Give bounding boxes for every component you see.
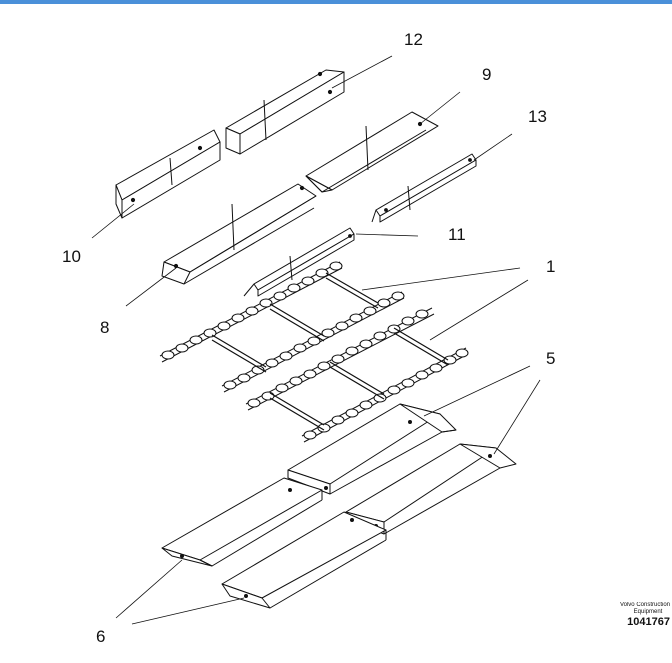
chain-strand xyxy=(159,261,343,363)
cross-rods xyxy=(211,272,449,431)
callout-8: 8 xyxy=(100,318,109,337)
part-6-plate xyxy=(221,511,387,609)
callout-10: 10 xyxy=(62,247,81,266)
callout-1: 1 xyxy=(546,257,555,276)
callout-11: 11 xyxy=(448,225,466,244)
callout-9: 9 xyxy=(482,65,491,84)
part-10-angle-bar xyxy=(115,129,221,219)
part-12-angle-bar xyxy=(225,69,345,155)
chain-strand xyxy=(221,291,405,393)
part-8-triangle-bar xyxy=(161,183,317,285)
brand-name: Volvo Construction xyxy=(619,602,670,608)
part-9-triangle-bar xyxy=(305,111,439,193)
callout-13: 13 xyxy=(528,107,547,126)
brand-sub: Equipment xyxy=(633,609,663,615)
part-5-plate xyxy=(287,403,457,495)
part-11-strip xyxy=(243,227,355,297)
callout-6: 6 xyxy=(96,627,105,646)
chain-strand xyxy=(301,347,469,443)
leader-lines xyxy=(91,55,541,625)
callout-5: 5 xyxy=(546,349,555,368)
top-accent-bar xyxy=(0,0,672,4)
callout-labels: 12 9 13 10 11 1 8 5 6 xyxy=(62,30,555,646)
part-6-plate xyxy=(161,477,323,567)
part-13-strip xyxy=(371,153,477,223)
callout-12: 12 xyxy=(404,30,423,49)
chain-strand xyxy=(245,307,435,411)
drawing-code: 1041767 xyxy=(627,616,670,628)
brand-block: Volvo Construction Equipment 1041767 xyxy=(610,602,670,629)
part-1-chain-assembly xyxy=(159,261,469,443)
